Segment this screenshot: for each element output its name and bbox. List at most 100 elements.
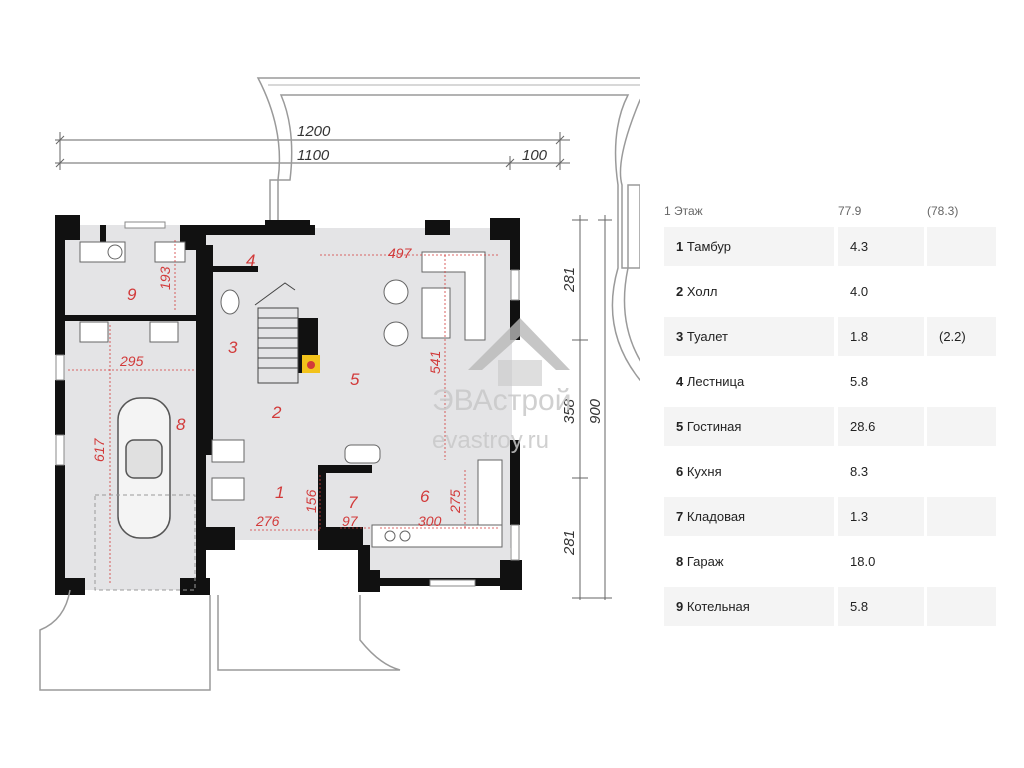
legend-room-label: Гараж [686,554,724,569]
dim-overall-width: 1200 [297,123,331,140]
legend-room-area-alt [927,407,996,446]
legend-room-name: 7 Кладовая [664,497,834,536]
legend-header: 1 Этаж 77.9 (78.3) [664,200,996,224]
dim-pantry-width: 97 [342,513,359,529]
stairs [254,282,299,384]
legend-row: 6 Кухня 8.3 [664,449,996,494]
dim-right-middle: 358 [561,398,578,424]
kitchen-units [371,459,503,548]
legend-room-label: Кладовая [686,509,746,524]
legend-room-area: 1.3 [838,497,924,536]
fireplace-flame-icon [307,361,315,369]
legend-room-number: 5 [676,419,684,434]
legend-row: 4 Лестница 5.8 [664,359,996,404]
room-label-1: 1 [275,483,284,502]
legend-room-name: 5 Гостиная [664,407,834,446]
legend-floor-label: 1 Этаж [664,204,703,218]
floor-plan: 1200 1100 100 281 358 900 281 [39,77,640,691]
top-dimension-lines [55,132,570,170]
legend-room-name: 4 Лестница [664,362,834,401]
legend-room-number: 1 [676,239,684,254]
legend-room-label: Котельная [686,599,750,614]
legend-room-label: Тамбур [686,239,731,254]
right-dimension-lines [572,215,612,600]
legend-room-name: 3 Туалет [664,317,834,356]
dim-boiler-height: 193 [157,266,173,290]
windows [55,221,520,587]
legend-room-label: Кухня [686,464,722,479]
legend-room-area: 5.8 [850,374,869,389]
room-label-8: 8 [176,415,186,434]
legend-row: 8 Гараж 18.0 [664,539,996,584]
legend-room-label: Холл [686,284,718,299]
legend-room-name: 2 Холл [664,272,834,311]
legend-room-number: 8 [676,554,684,569]
room-label-4: 4 [246,251,255,270]
watermark: ЭВАстрой evastroy.ru [432,318,571,454]
legend-room-area-alt [927,362,996,401]
dim-garage-width: 295 [119,353,144,369]
room-dimension-lines [68,240,500,585]
legend-room-area-alt [927,542,996,581]
dim-vestibule-depth: 156 [303,489,319,513]
dim-vestibule-width: 276 [255,513,280,529]
legend-row: 2 Холл 4.0 [664,269,996,314]
legend-room-area: 8.3 [850,464,869,479]
dim-garage-length: 617 [91,437,107,462]
legend-room-label: Гостиная [686,419,742,434]
watermark-house-icon [468,318,570,370]
legend-room-area-alt [927,227,996,266]
watermark-site: evastroy.ru [432,427,549,454]
room-label-7: 7 [348,493,358,512]
terrace-outline [256,77,640,381]
legend-room-number: 2 [676,284,684,299]
legend-total-area-alt: (78.3) [927,204,959,218]
legend-room-number: 9 [676,599,684,614]
legend-room-area: 4.3 [838,227,924,266]
legend-room-name: 1 Тамбур [664,227,834,266]
legend-room-area-alt [927,452,996,491]
legend-room-number: 3 [676,329,684,344]
dim-living-width: 497 [388,245,413,261]
dim-right-top: 281 [561,267,578,293]
living-furniture [344,251,486,464]
dim-projection: 100 [522,147,548,164]
dim-right-total: 900 [587,398,604,424]
legend-room-number: 4 [676,374,684,389]
dim-living-depth: 541 [427,351,443,374]
dim-inner-width: 1100 [297,147,330,164]
boiler-fixtures [79,241,245,501]
garage-apron [94,494,196,591]
legend-room-area: 5.8 [838,587,924,626]
legend-room-number: 7 [676,509,684,524]
room-label-3: 3 [228,338,238,357]
legend-room-area-alt: (2.2) [927,317,996,356]
legend-room-area-alt [927,497,996,536]
legend-room-name: 6 Кухня [664,452,834,491]
legend-room-area: 4.0 [850,284,869,299]
room-label-9: 9 [127,285,137,304]
legend-room-area: 18.0 [850,554,876,569]
legend-room-number: 6 [676,464,684,479]
dim-kitchen-width: 300 [418,513,442,529]
legend-total-area: 77.9 [838,204,862,218]
legend-room-area: 28.6 [838,407,924,446]
dim-right-bottom: 281 [561,530,578,556]
entrance-porch [39,589,401,691]
legend-room-name: 9 Котельная [664,587,834,626]
room-label-6: 6 [420,487,430,506]
legend-room-area: 1.8 [838,317,924,356]
legend-room-name: 8 Гараж [664,542,834,581]
legend-room-area-alt [927,587,996,626]
legend-room-area-alt [927,272,996,311]
car-icon [117,397,171,539]
room-label-2: 2 [271,403,282,422]
dim-kitchen-depth: 275 [447,489,463,514]
